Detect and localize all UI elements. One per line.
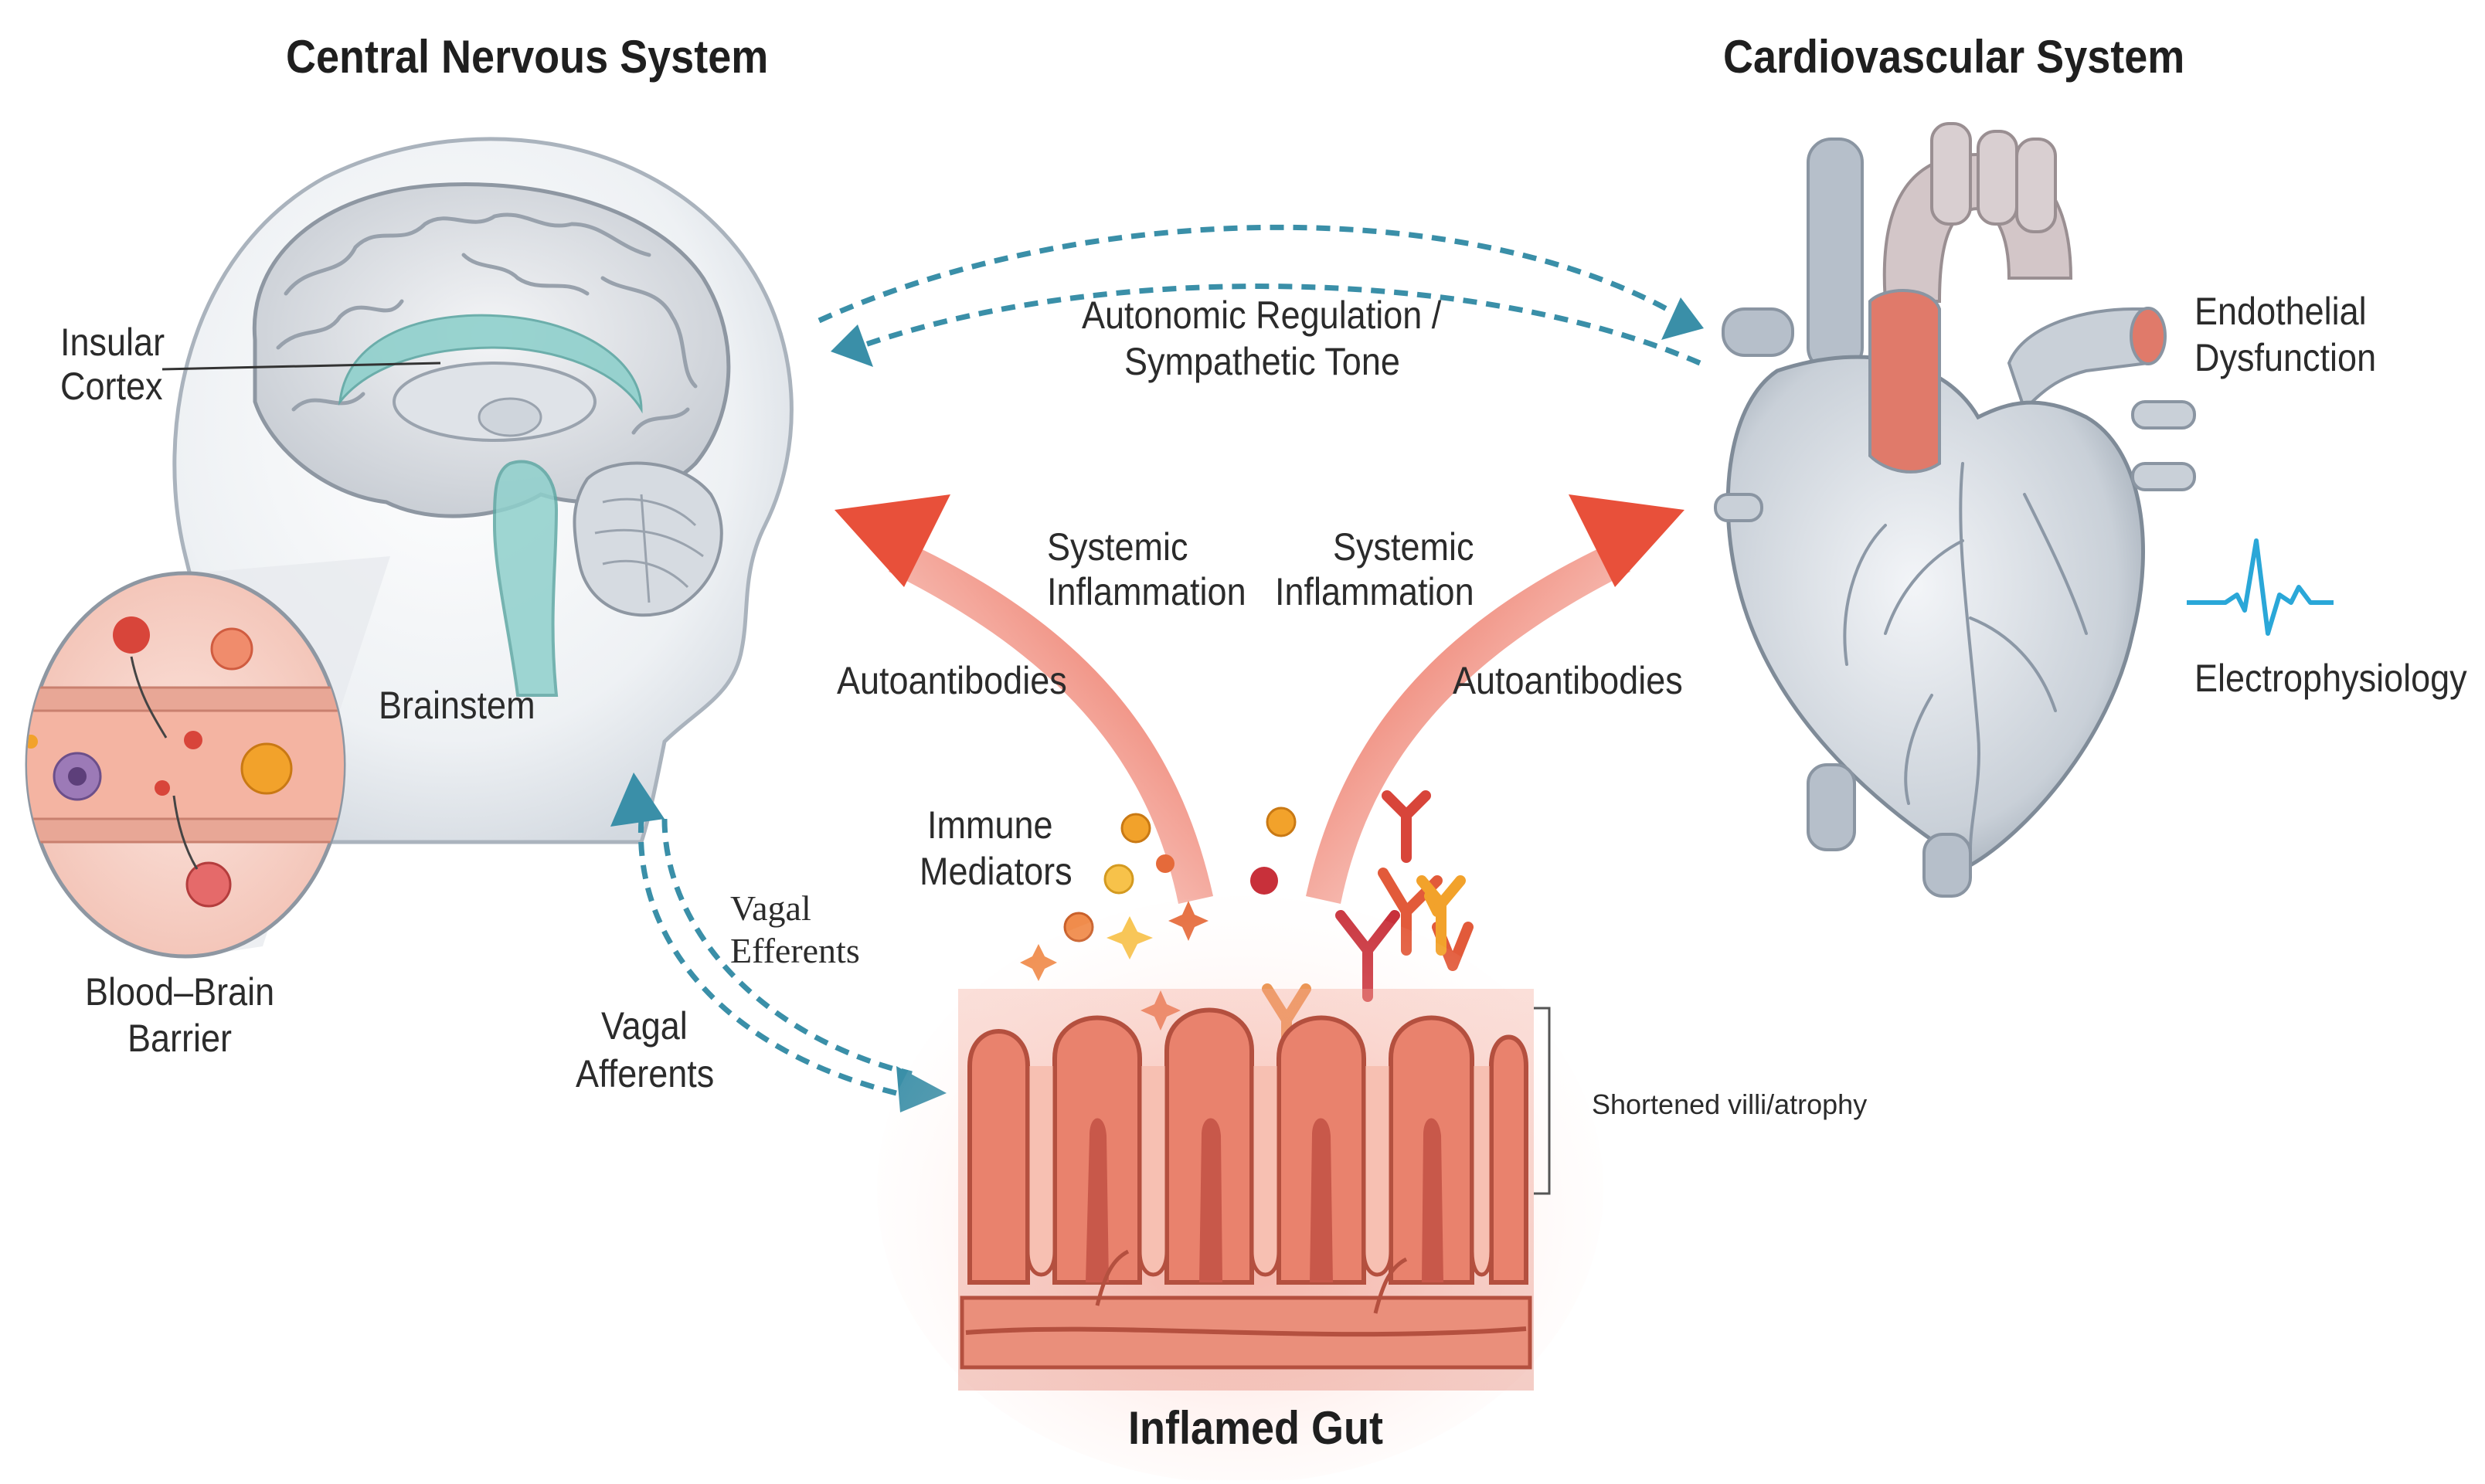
label-blood-brain-barrier-line2: Barrier bbox=[127, 1017, 233, 1060]
label-brainstem: Brainstem bbox=[379, 684, 535, 727]
label-autoantibodies-right: Autoantibodies bbox=[1453, 659, 1683, 702]
label-endothelial-dysfunction-line2: Dysfunction bbox=[2194, 336, 2377, 379]
heart-illustration bbox=[1714, 122, 2196, 898]
brain-illustration bbox=[161, 182, 731, 697]
title-cardiovascular-system: Cardiovascular System bbox=[1723, 31, 2185, 83]
title-central-nervous-system: Central Nervous System bbox=[286, 31, 769, 83]
label-autonomic-regulation-line1: Autonomic Regulation / bbox=[1082, 294, 1442, 337]
label-systemic-inflammation-left-line2: Inflammation bbox=[1047, 570, 1246, 613]
autonomic-arrowhead-left bbox=[831, 324, 873, 367]
inflamed-gut-illustration bbox=[877, 896, 1603, 1483]
title-inflamed-gut: Inflamed Gut bbox=[1128, 1402, 1384, 1454]
label-electrophysiology: Electrophysiology bbox=[2194, 657, 2467, 700]
label-vagal-afferents-line2: Afferents bbox=[576, 1052, 715, 1095]
vagal-arrows bbox=[637, 818, 913, 1096]
label-insular-cortex-line2: Cortex bbox=[60, 365, 163, 408]
vagal-arrowhead-up bbox=[610, 773, 665, 827]
ecg-waveform-icon bbox=[2187, 538, 2334, 636]
inflammation-arrow-left bbox=[835, 494, 1213, 904]
villi-bracket bbox=[1534, 1007, 1551, 1195]
label-systemic-inflammation-right-line2: Inflammation bbox=[1275, 570, 1474, 613]
label-vagal-afferents-line1: Vagal bbox=[601, 1004, 688, 1048]
label-shortened-villi: Shortened villi/atrophy bbox=[1592, 1088, 1868, 1120]
label-immune-mediators-line1: Immune bbox=[927, 803, 1053, 847]
autonomic-arrowhead-right bbox=[1661, 297, 1704, 340]
label-endothelial-dysfunction-line1: Endothelial bbox=[2194, 290, 2367, 333]
label-blood-brain-barrier-line1: Blood–Brain bbox=[85, 970, 275, 1014]
inflammation-arrow-right bbox=[1306, 494, 1684, 904]
label-systemic-inflammation-left-line1: Systemic bbox=[1047, 525, 1188, 569]
blood-brain-barrier-inset bbox=[25, 556, 390, 959]
label-systemic-inflammation-right-line1: Systemic bbox=[1333, 525, 1474, 569]
label-vagal-efferents-line2: Efferents bbox=[730, 931, 860, 970]
label-insular-cortex-line1: Insular bbox=[60, 321, 165, 364]
label-immune-mediators-line2: Mediators bbox=[920, 850, 1073, 893]
label-vagal-efferents-line1: Vagal bbox=[730, 888, 811, 928]
label-autonomic-regulation-line2: Sympathetic Tone bbox=[1124, 340, 1400, 383]
autonomic-arrows bbox=[818, 224, 1701, 366]
label-autoantibodies-left: Autoantibodies bbox=[837, 659, 1067, 702]
